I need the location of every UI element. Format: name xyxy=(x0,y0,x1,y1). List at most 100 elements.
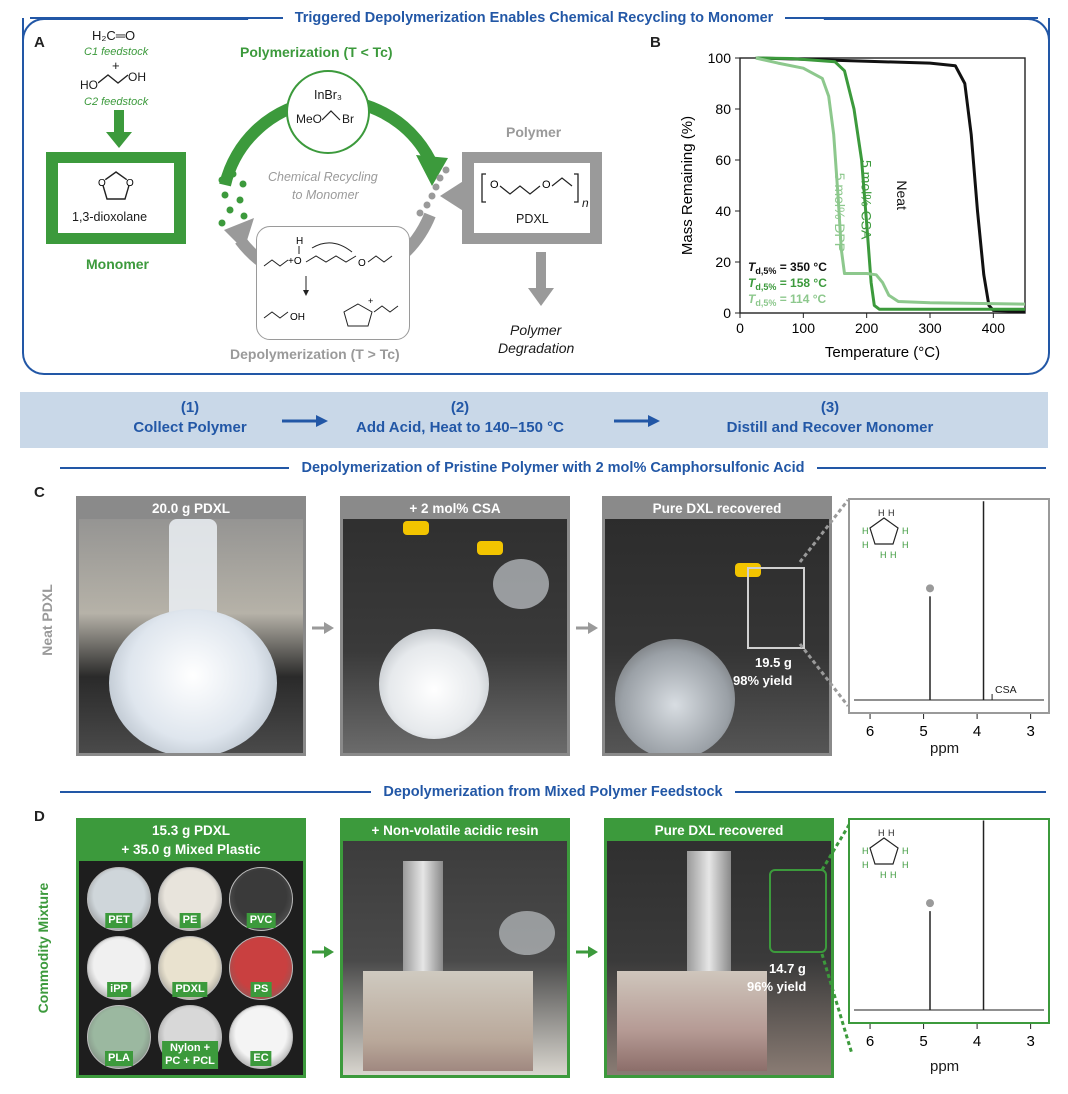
inset-h: H xyxy=(888,828,895,838)
yield-d3: 96% yield xyxy=(747,979,807,994)
step-1: (1) Collect Polymer xyxy=(110,398,270,438)
svg-text:OH: OH xyxy=(290,312,305,323)
dish-label: EC xyxy=(250,1051,272,1066)
series-label-2: 5 mol% DPP xyxy=(832,173,848,252)
catalyst-inbr3: InBr₃ xyxy=(314,88,343,102)
photo-c1-caption: 20.0 g PDXL xyxy=(79,499,303,519)
panel-d-side-label: Commodity Mixture xyxy=(35,882,51,1014)
arrow-c1 xyxy=(312,622,334,634)
nmr-tick-label: 6 xyxy=(866,723,874,740)
inset-h: H xyxy=(862,860,869,870)
x-tick-label: 0 xyxy=(736,320,744,336)
photo-c3: 19.5 g 98% yield Pure DXL recovered xyxy=(602,496,832,756)
x-tick-label: 200 xyxy=(855,320,879,336)
photo-c2-caption: + 2 mol% CSA xyxy=(343,499,567,519)
c2-ho: HO xyxy=(80,78,98,92)
receiver-d3 xyxy=(769,869,827,953)
photo-d1-caption: 15.3 g PDXL + 35.0 g Mixed Plastic xyxy=(79,821,303,861)
nmr-marker-gray xyxy=(926,584,934,593)
c2-label: C2 feedstock xyxy=(84,96,149,108)
dish-label: Nylon + PC + PCL xyxy=(162,1041,218,1069)
svg-text:+O: +O xyxy=(288,256,302,267)
header-c: Depolymerization of Pristine Polymer wit… xyxy=(0,460,1068,476)
photo-d1-line2: + 35.0 g Mixed Plastic xyxy=(121,842,261,857)
step-2-num: (2) xyxy=(450,399,470,416)
receiver-d2 xyxy=(499,911,555,955)
photo-c3-caption: Pure DXL recovered xyxy=(605,499,829,519)
step-3: (3) Distill and Recover Monomer xyxy=(690,398,970,438)
zoom-lines-c xyxy=(798,499,850,707)
y-tick-label: 40 xyxy=(715,203,731,219)
step-1-text: Collect Polymer xyxy=(133,419,247,436)
nmr-tick-label: 3 xyxy=(1026,723,1034,740)
photo-d3: 14.7 g 96% yield Pure DXL recovered xyxy=(604,818,834,1078)
mass-d3: 14.7 g xyxy=(769,961,806,976)
c2-oh: OH xyxy=(128,70,146,84)
inset-h: H xyxy=(890,870,897,880)
step-3-num: (3) xyxy=(820,399,840,416)
dish-label: iPP xyxy=(107,982,131,997)
nmr-tick-label: 5 xyxy=(919,1033,927,1050)
series-line-0 xyxy=(755,56,1026,314)
svg-text:O: O xyxy=(358,258,366,269)
nmr-d-frame xyxy=(848,818,1050,1024)
polymer-name: PDXL xyxy=(516,212,549,226)
step-1-num: (1) xyxy=(180,399,200,416)
td5-annotation-2: Td,5% = 114 °C xyxy=(748,292,827,308)
inset-h: H xyxy=(880,550,887,560)
step-2: (2) Add Acid, Heat to 140–150 °C xyxy=(330,398,590,438)
y-axis-label: Mass Remaining (%) xyxy=(679,116,696,255)
photo-d2-caption: + Non-volatile acidic resin xyxy=(343,821,567,841)
header-top-title: Triggered Depolymerization Enables Chemi… xyxy=(294,10,774,26)
nmr-tick-label: 4 xyxy=(973,1033,981,1050)
photo-d2: + Non-volatile acidic resin xyxy=(340,818,570,1078)
inset-h: H xyxy=(888,508,895,518)
polymerization-label: Polymerization (T < Tc) xyxy=(240,44,393,60)
mechanism-structure: H +O O OH + xyxy=(263,236,399,327)
svg-text:O: O xyxy=(542,179,551,191)
header-d-title: Depolymerization from Mixed Polymer Feed… xyxy=(383,784,723,800)
inset-h: H xyxy=(862,540,869,550)
receiver-c3 xyxy=(747,567,805,649)
polymer-n: n xyxy=(582,196,589,210)
x-tick-label: 300 xyxy=(918,320,942,336)
polymer-label: Polymer xyxy=(506,124,562,140)
dish-label: PS xyxy=(250,982,272,997)
mass-c3: 19.5 g xyxy=(755,655,792,670)
y-tick-label: 0 xyxy=(723,305,731,321)
dish-label: PET xyxy=(105,913,133,928)
catalyst-meo: MeO xyxy=(296,112,323,126)
arrow-d2 xyxy=(576,946,598,958)
dish-label: PLA xyxy=(105,1051,133,1066)
photo-c2: + 2 mol% CSA xyxy=(340,496,570,756)
panel-c-side-label: Neat PDXL xyxy=(39,584,55,656)
series-label-1: 5 mol% CSA xyxy=(859,160,875,240)
nmr-c-csa-label: CSA xyxy=(995,684,1017,696)
panel-ab-frame xyxy=(22,18,1050,375)
vessel-d3 xyxy=(617,971,767,1071)
x-axis-label: Temperature (°C) xyxy=(825,344,940,361)
zoom-lines-d xyxy=(820,819,854,1055)
x-tick-label: 100 xyxy=(792,320,816,336)
mechanism-box xyxy=(256,226,410,340)
svg-text:O: O xyxy=(490,179,499,191)
nmr-tick-label: 6 xyxy=(866,1033,874,1050)
clamp2-c2 xyxy=(477,541,503,555)
depolymerization-label: Depolymerization (T > Tc) xyxy=(230,346,400,362)
inset-h: H xyxy=(862,846,869,856)
receiver-c2 xyxy=(493,559,549,609)
nmr-d-xlabel: ppm xyxy=(930,1058,960,1075)
svg-text:H: H xyxy=(296,236,303,247)
arrow-c2 xyxy=(576,622,598,634)
catalyst-circle xyxy=(286,70,370,154)
panel-label-c: C xyxy=(34,484,45,501)
nmr-tick-label: 5 xyxy=(919,723,927,740)
chart-plot-frame xyxy=(739,57,1026,314)
flask-body-c1 xyxy=(109,609,277,753)
td5-annotation-1: Td,5% = 158 °C xyxy=(748,276,827,292)
inset-h: H xyxy=(902,860,909,870)
